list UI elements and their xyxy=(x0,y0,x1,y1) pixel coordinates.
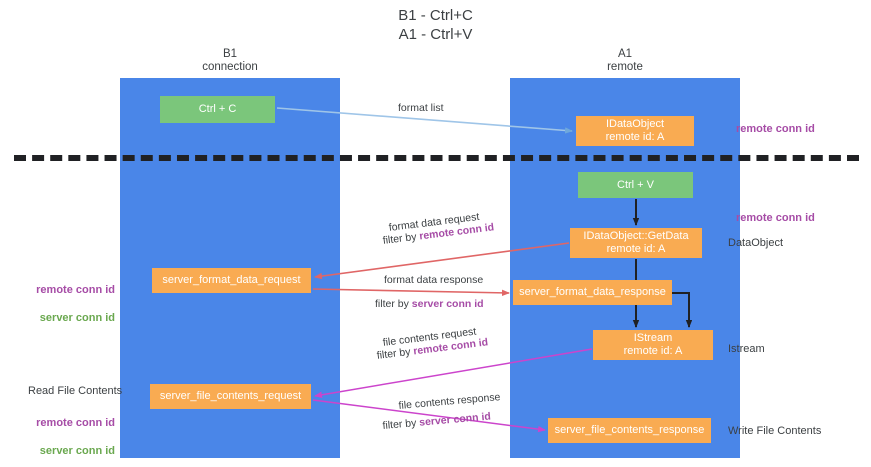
arrow-format-data-request xyxy=(314,242,570,280)
arrow-format-list xyxy=(276,107,573,134)
phase-divider xyxy=(14,155,859,161)
arrow-file-contents-response xyxy=(312,399,546,433)
annotation-left-server-conn-id-2: server conn id xyxy=(39,445,115,457)
annotation-left-conn-ids-bottom: remote conn id server conn id xyxy=(20,402,115,458)
node-idataobject-getdata[interactable]: IDataObject::GetData remote id: A xyxy=(570,228,702,258)
annotation-left-server-conn-id: server conn id xyxy=(39,312,115,324)
node-server-file-contents-request[interactable]: server_file_contents_request xyxy=(150,384,311,409)
node-server-format-data-request[interactable]: server_format_data_request xyxy=(152,268,311,293)
arrow-file-contents-request xyxy=(314,348,593,398)
annotation-istream: Istream xyxy=(728,343,765,355)
arrow-format-data-response xyxy=(312,288,510,297)
node-istream[interactable]: IStream remote id: A xyxy=(593,330,713,360)
edge-label-format-data-response-filter: filter by server conn id xyxy=(375,297,484,311)
edge-label-format-data-response: format data response xyxy=(384,274,484,286)
node-ctrl-v[interactable]: Ctrl + V xyxy=(578,172,693,198)
filter-prefix: filter by xyxy=(375,298,412,310)
annotation-remote-conn-id-top: remote conn id xyxy=(736,123,815,135)
annotation-left-conn-ids-top: remote conn id server conn id xyxy=(20,269,115,325)
filter-prefix: filter by xyxy=(382,416,420,432)
node-idataobject[interactable]: IDataObject remote id: A xyxy=(576,116,694,146)
annotation-left-remote-conn-id-2: remote conn id xyxy=(36,417,115,429)
node-server-format-data-response[interactable]: server_format_data_response xyxy=(513,280,672,305)
annotation-read-file-contents: Read File Contents xyxy=(28,385,123,397)
filter-key: server conn id xyxy=(411,298,484,310)
annotation-left-remote-conn-id: remote conn id xyxy=(36,284,115,296)
arrow-response-to-istream xyxy=(672,292,693,328)
page-title: B1 - Ctrl+C A1 - Ctrl+V xyxy=(398,7,473,43)
annotation-write-file-contents: Write File Contents xyxy=(728,425,822,437)
annotation-dataobject: DataObject xyxy=(728,237,784,249)
annotation-remote-conn-id-mid: remote conn id xyxy=(736,212,815,224)
node-ctrl-c[interactable]: Ctrl + C xyxy=(160,96,275,123)
column-header-b1: B1 connection xyxy=(202,48,258,73)
edge-label-format-list: format list xyxy=(398,102,444,114)
column-header-a1: A1 remote xyxy=(607,48,643,73)
node-server-file-contents-response[interactable]: server_file_contents_response xyxy=(548,418,711,443)
